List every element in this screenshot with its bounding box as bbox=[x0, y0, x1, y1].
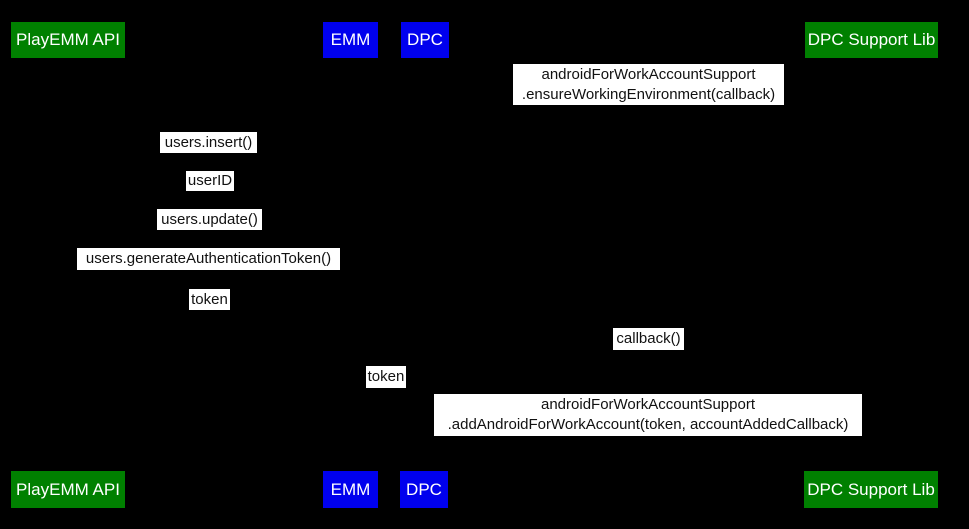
message-callback: callback() bbox=[613, 328, 684, 350]
message-users-insert: users.insert() bbox=[160, 132, 257, 153]
actor-dpc-support-lib-bottom: DPC Support Lib bbox=[804, 471, 938, 508]
message-add-android-for-work-account: androidForWorkAccountSupport .addAndroid… bbox=[434, 394, 862, 436]
actor-playemm-api-top: PlayEMM API bbox=[11, 22, 125, 58]
actor-dpc-support-lib-top: DPC Support Lib bbox=[805, 22, 938, 58]
message-users-update: users.update() bbox=[157, 209, 262, 230]
message-token-to-emm: token bbox=[189, 289, 230, 310]
actor-emm-top: EMM bbox=[323, 22, 378, 58]
message-token-to-dpc: token bbox=[366, 366, 406, 388]
message-line: .ensureWorkingEnvironment(callback) bbox=[521, 85, 776, 103]
message-user-id: userID bbox=[186, 171, 234, 191]
message-line: androidForWorkAccountSupport bbox=[541, 65, 756, 83]
message-line: androidForWorkAccountSupport bbox=[541, 396, 755, 413]
actor-dpc-top: DPC bbox=[401, 22, 449, 58]
actor-emm-bottom: EMM bbox=[323, 471, 378, 508]
message-users-generate-authentication-token: users.generateAuthenticationToken() bbox=[77, 248, 340, 270]
message-line: .addAndroidForWorkAccount(token, account… bbox=[447, 416, 849, 433]
message-ensure-working-environment: androidForWorkAccountSupport .ensureWork… bbox=[513, 64, 784, 105]
actor-dpc-bottom: DPC bbox=[400, 471, 448, 508]
actor-playemm-api-bottom: PlayEMM API bbox=[11, 471, 125, 508]
